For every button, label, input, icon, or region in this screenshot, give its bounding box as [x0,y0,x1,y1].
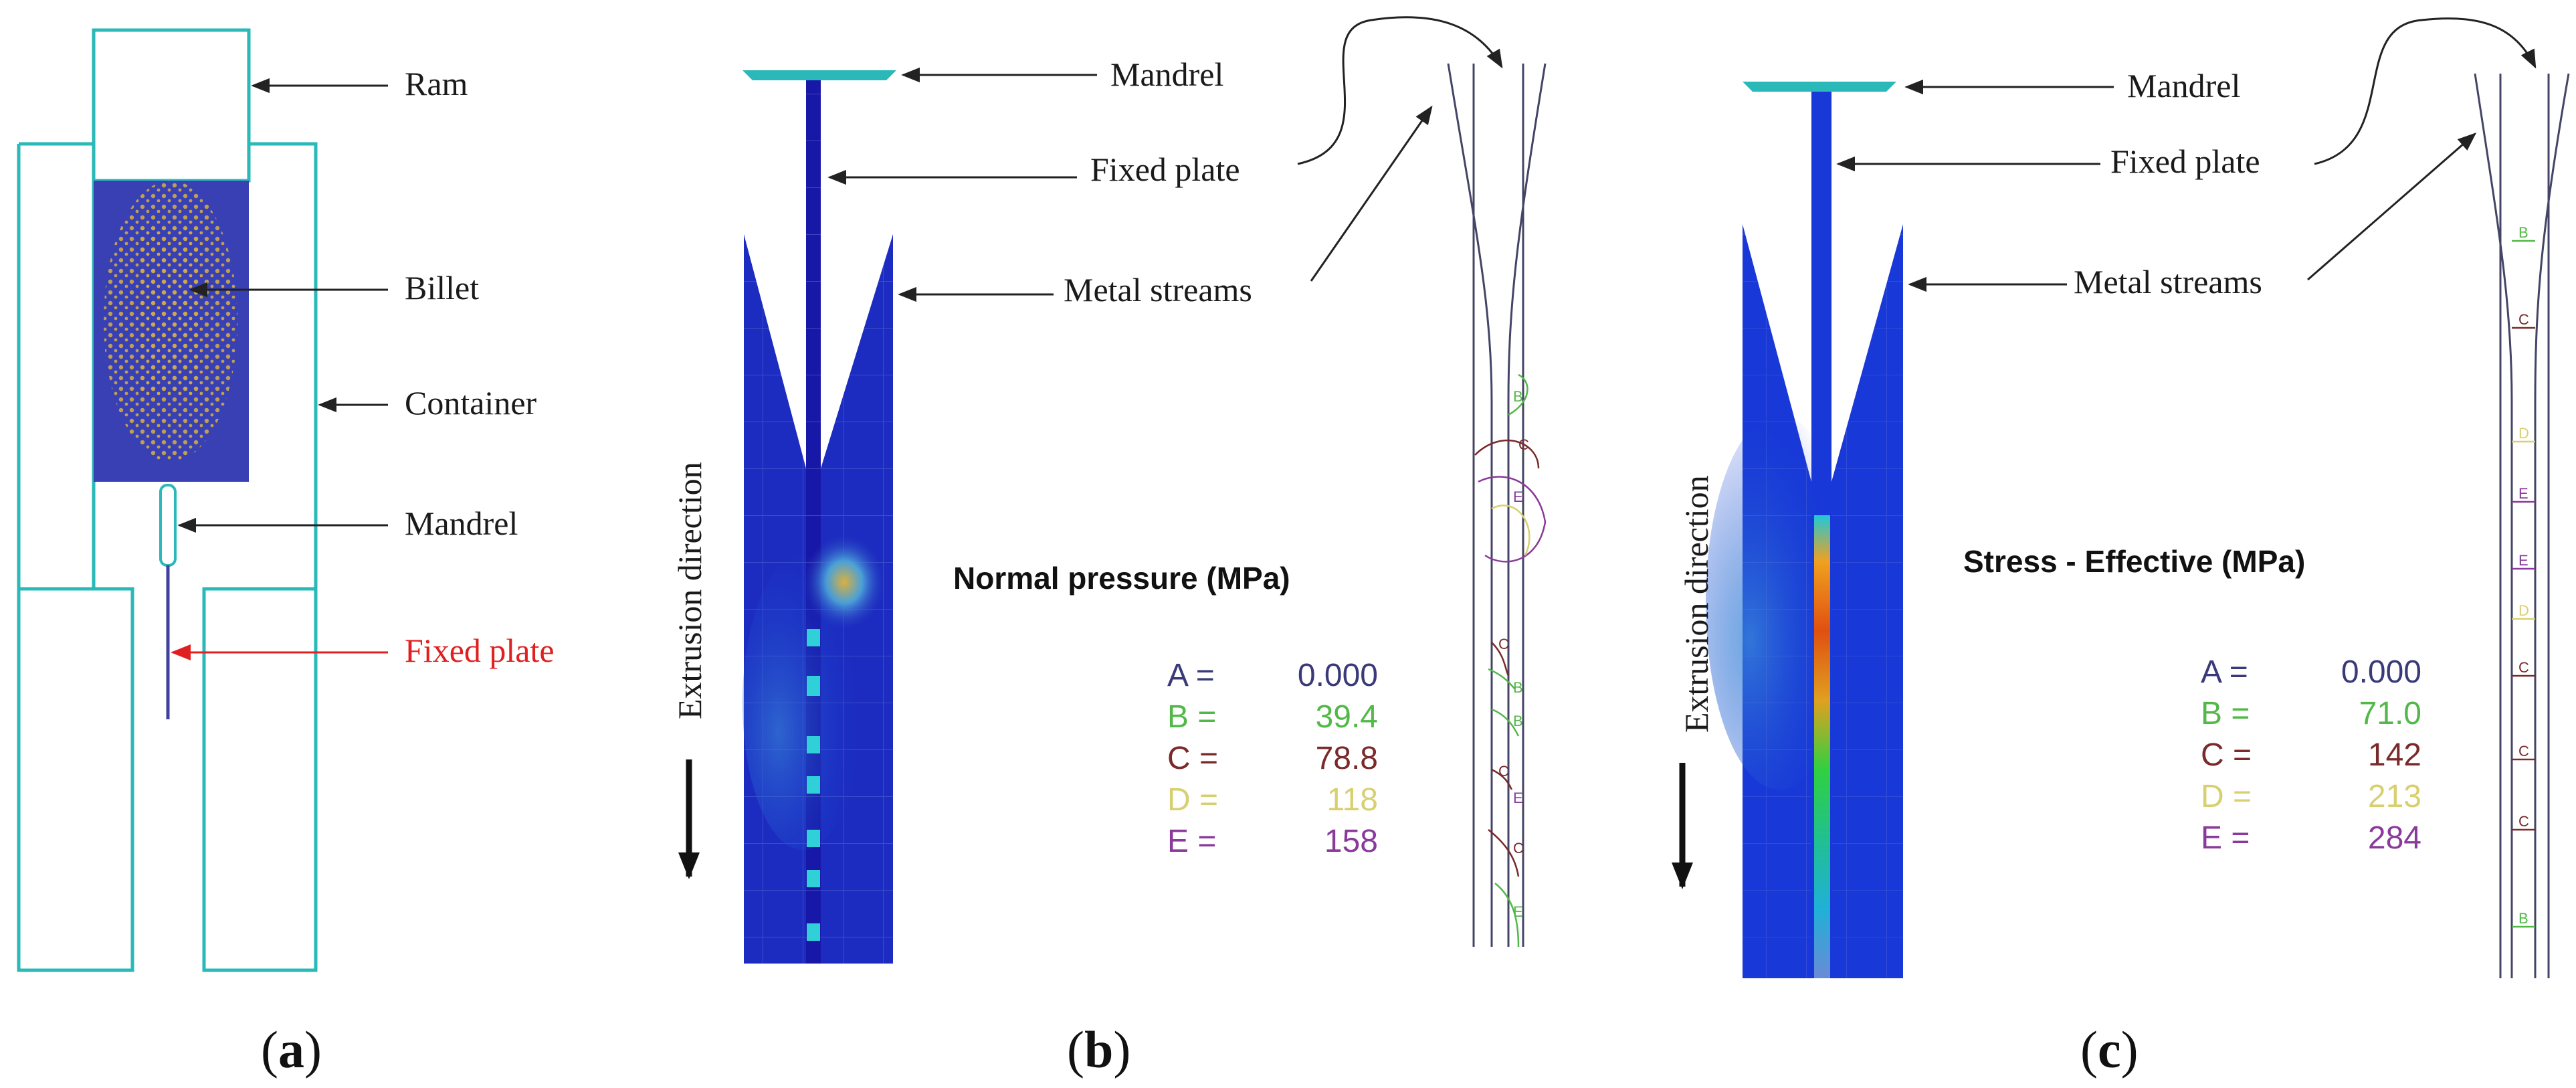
legend-key: E = [2201,820,2250,856]
fixed-plate-label: Fixed plate [405,632,555,669]
container-label: Container [405,384,537,422]
legend-key: D = [2201,779,2252,814]
contour-mark: C [1498,763,1509,780]
extrusion-core [1814,515,1830,978]
contour-lines [2512,240,2535,928]
die-right [202,587,318,972]
panel-a: Ram Billet Container Mandrel Fixed plate… [17,28,555,1079]
contour-mark: C [1518,436,1529,453]
legend-value: 0.000 [2341,654,2421,690]
contour-mark: C [2518,743,2529,759]
legend-key: D = [1167,782,1218,818]
mandrel-label: Mandrel [405,505,518,542]
legend-value: 284 [2368,820,2421,856]
contour-mark: C [2518,813,2529,830]
contour-mark: E [1513,790,1523,806]
legend-value: 142 [2368,737,2421,773]
metal-streams-callout-arrow [2307,132,2477,281]
legend-key: B = [2201,696,2250,731]
contour-mark: E [2518,552,2529,569]
mandrel-label: Mandrel [1110,56,1223,93]
pressure-glow [742,555,863,850]
contour-mark: C [1513,840,1524,856]
panel-c: Mandrel Fixed plate Metal streams Extrus… [1672,17,2570,1079]
legend-title: Stress - Effective (MPa) [1963,544,2305,579]
ram [92,28,251,183]
extrusion-direction-label: Extrusion direction [1678,475,1715,733]
panel-b: Mandrel Fixed plate Metal streams Extrus… [671,16,1547,1079]
contour-lines [1474,373,1547,947]
panel-a-caption: (a) [261,1020,322,1079]
legend-key: E = [1167,824,1216,859]
legend-value: 78.8 [1316,741,1378,776]
contour-plot [2474,73,2570,978]
legend-key: A = [1167,658,1215,693]
contour-mark: B [2518,910,2529,927]
contour-mark: E [1513,488,1523,505]
contour-mark: E [2518,485,2529,502]
legend-key: A = [2201,654,2248,690]
metal-streams-callout-arrow [1310,105,1433,282]
contour-mark: C [1498,636,1509,652]
fixed-plate-label: Fixed plate [2110,143,2260,180]
panel-b-caption: (b) [1067,1020,1130,1079]
contour-plot [1447,63,1547,947]
contour-mark: E [1513,903,1523,920]
legend-value: 0.000 [1298,658,1378,693]
legend-key: C = [2201,737,2252,773]
metal-streams-label: Metal streams [1064,271,1252,308]
extrusion-direction-label: Extrusion direction [671,462,708,719]
contour-mark: B [1513,679,1523,696]
legend-key: C = [1167,741,1218,776]
billet-label: Billet [405,269,479,306]
legend-value: 118 [1326,782,1378,818]
die-left [17,587,134,972]
extrusion-press-schematic [17,28,318,972]
contour-marks: B C D E E D C C C B [2518,224,2529,927]
legend-rows: A = 0.000 B = 39.4 C = 78.8 D = 118 E = 158 [1167,658,1378,859]
contour-mark: D [2518,425,2529,442]
legend-value: 213 [2368,779,2421,814]
contour-mark: B [1513,388,1523,405]
contour-mark: C [2518,311,2529,328]
legend-value: 39.4 [1316,699,1378,735]
panel-c-caption: (c) [2080,1020,2139,1079]
contour-mark: C [2518,659,2529,676]
legend-value: 71.0 [2359,696,2421,731]
billet-particles-dense [140,228,201,395]
legend-value: 158 [1324,824,1378,859]
mandrel [159,484,177,567]
extrusion-core [807,629,820,941]
metal-stream-mesh [1743,224,1903,978]
pressure-legend: Normal pressure (MPa) A = 0.000 B = 39.4 C =… [953,561,1378,859]
curved-callout-arrow [2314,17,2537,165]
fixed-plate-label: Fixed plate [1090,151,1240,188]
legend-title: Normal pressure (MPa) [953,561,1290,596]
stress-legend: Stress - Effective (MPa) A = 0.000 B = 71.0… [1963,544,2421,856]
legend-rows: A = 0.000 B = 71.0 C = 142 D = 213 E = 284 [2201,654,2421,856]
mandrel-head [1743,82,1896,92]
contour-marks: B C E C B B C E C E [1498,388,1529,920]
legend-key: B = [1167,699,1216,735]
curved-callout-arrow [1297,16,1503,165]
ram-label: Ram [405,65,468,102]
mandrel-head [742,70,896,80]
contour-mark: B [2518,224,2529,241]
contour-mark: B [1513,713,1523,729]
contour-mark: D [2518,602,2529,619]
mandrel-label: Mandrel [2127,67,2240,104]
metal-streams-label: Metal streams [2074,263,2262,300]
